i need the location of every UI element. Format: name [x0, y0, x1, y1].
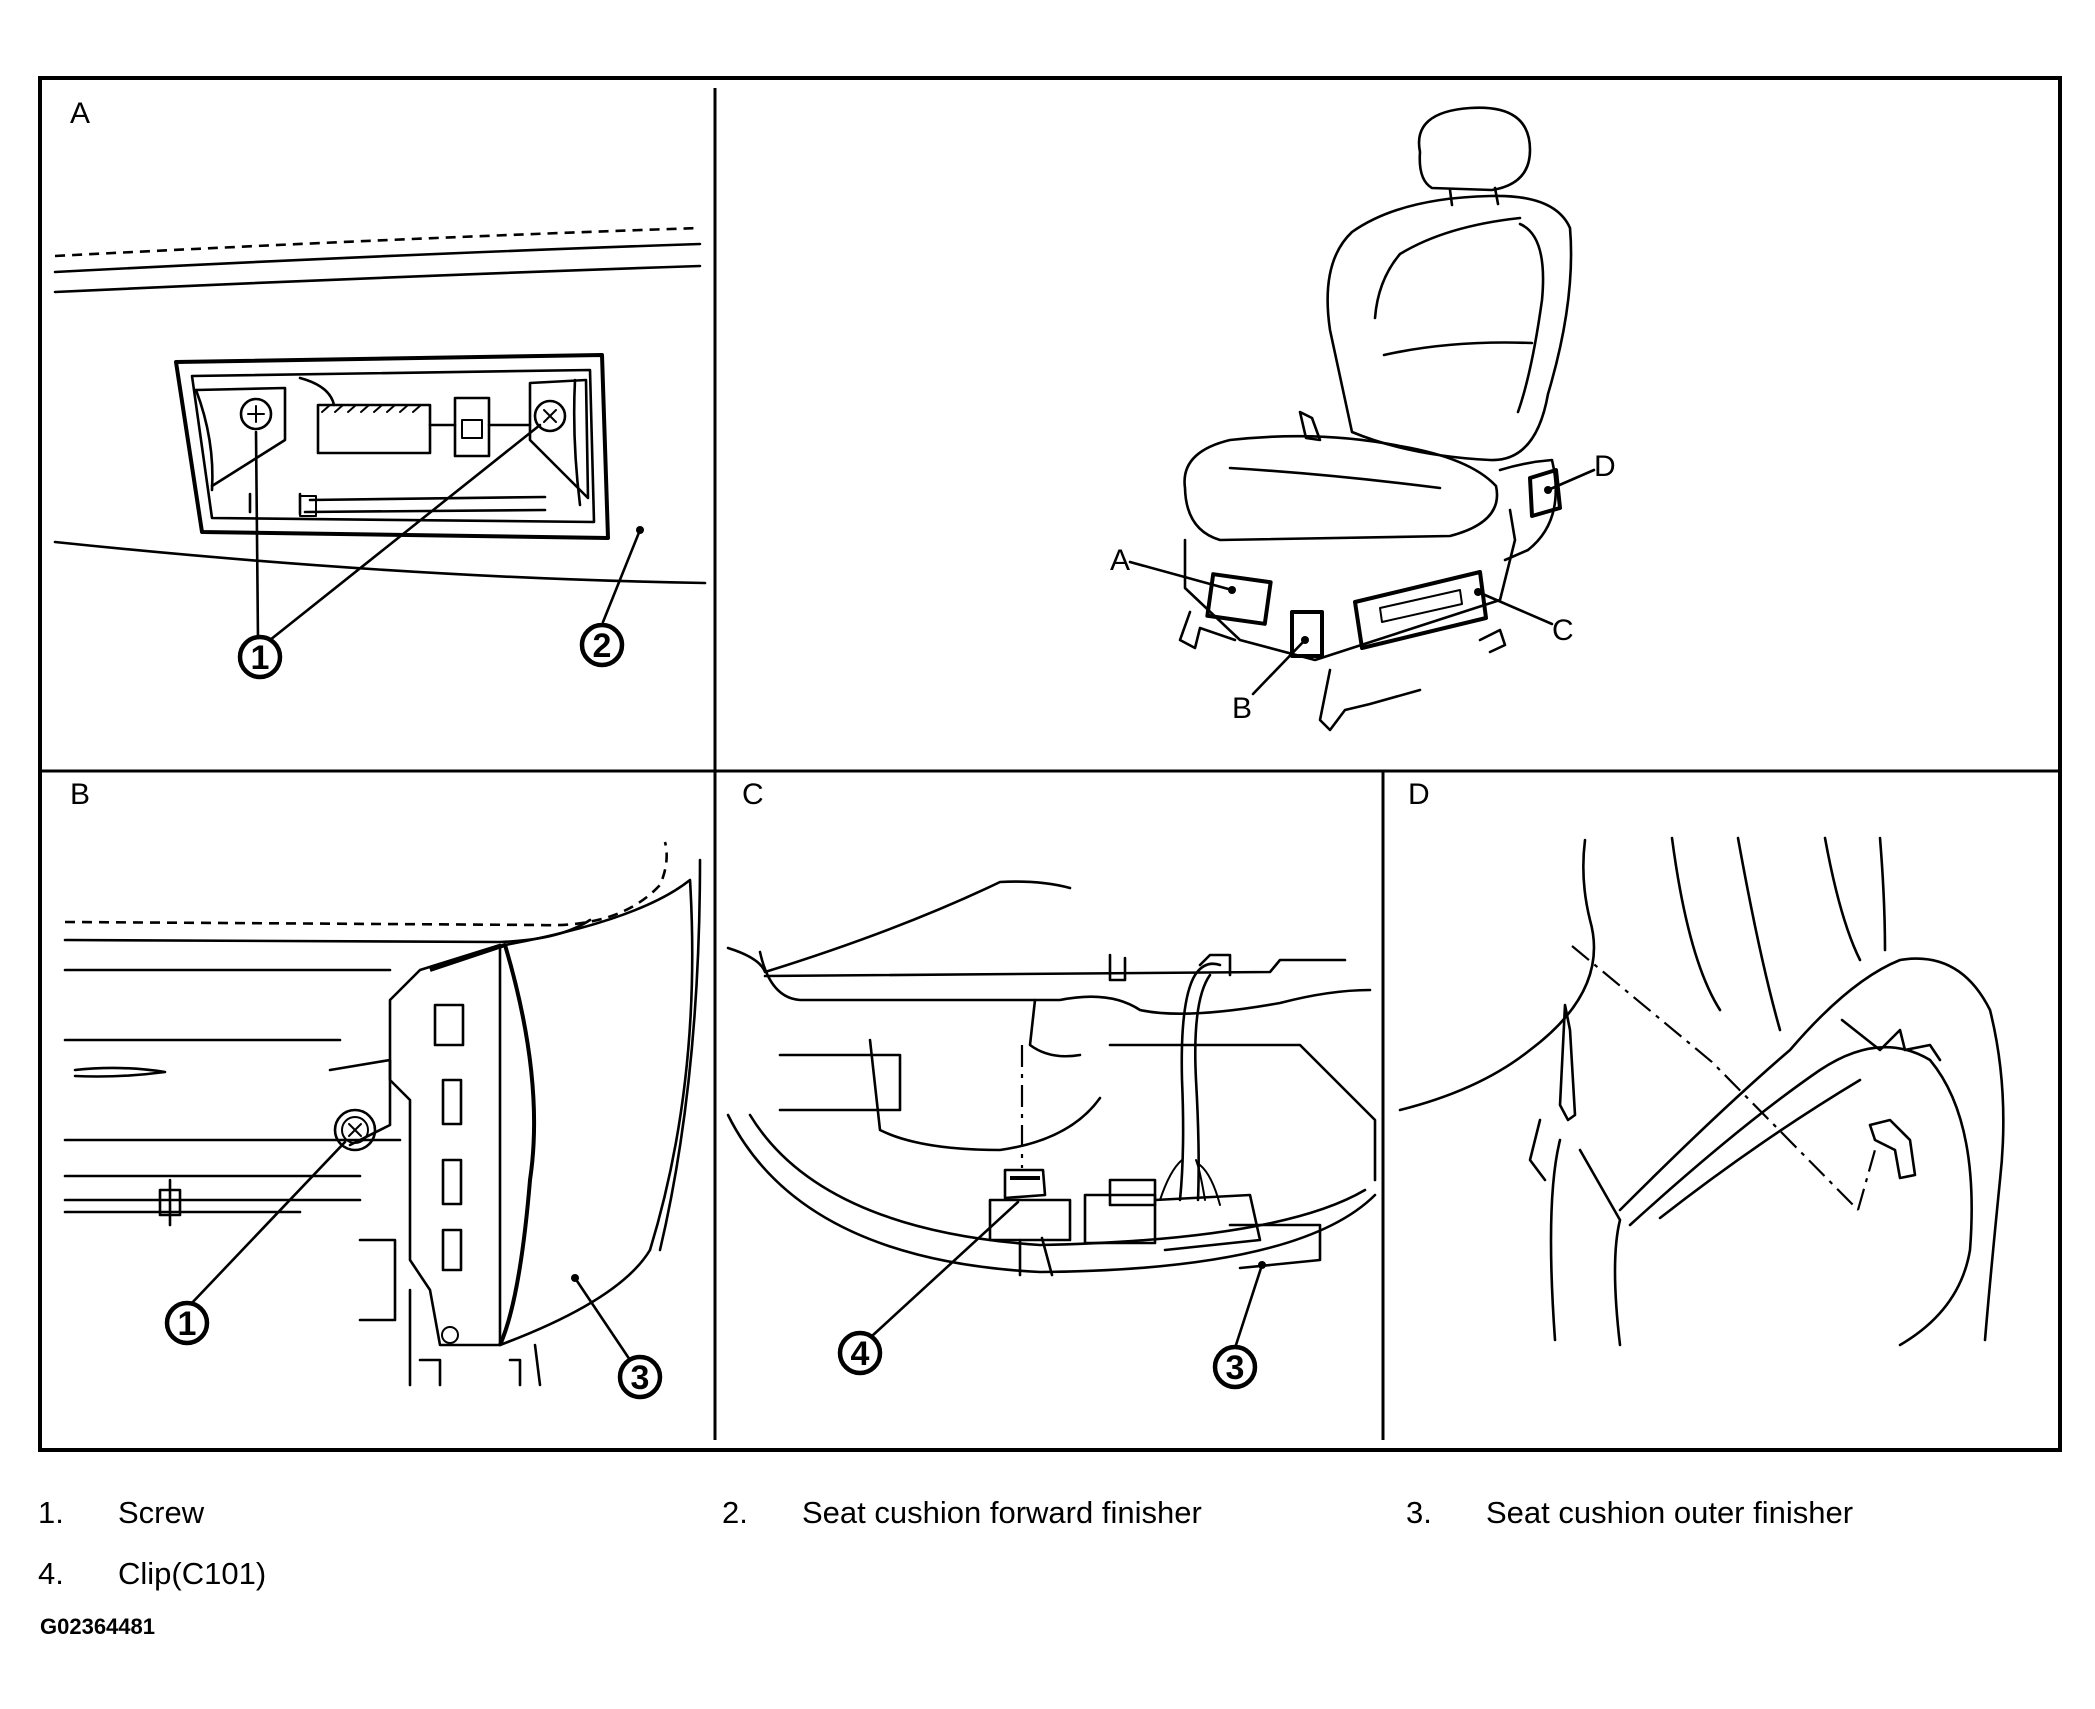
callout-4-badge — [837, 1330, 883, 1376]
clip-icon — [1868, 1118, 1917, 1180]
connector-icon — [453, 396, 491, 458]
overview-callout-b: B — [1232, 692, 1252, 725]
panel-c-label: C — [742, 778, 764, 811]
leader-line — [601, 528, 642, 624]
panel-d: D — [1398, 778, 2005, 1347]
panel-a: A 1 2 — [53, 97, 707, 680]
seat-back — [1326, 194, 1573, 462]
legend-number: 3. — [1406, 1495, 1432, 1530]
finisher-d-marker — [1528, 468, 1562, 518]
callout-3-badge — [1212, 1344, 1258, 1390]
panel-d-label: D — [1408, 778, 1430, 811]
leader-line — [870, 1200, 1020, 1338]
legend-text: Seat cushion outer finisher — [1486, 1495, 1854, 1530]
screw-icon — [239, 397, 273, 431]
callout-1-number: 1 — [178, 1305, 197, 1343]
panel-a-label: A — [70, 97, 90, 130]
overview-callout-d: D — [1594, 450, 1616, 483]
leader-line — [268, 423, 542, 642]
panel-b-label: B — [70, 778, 90, 811]
outer-finisher-rear — [1618, 957, 2005, 1342]
outer-finisher — [429, 943, 537, 1346]
finisher-a-marker — [1205, 572, 1273, 626]
finisher-b-marker — [1290, 610, 1324, 658]
legend-number: 2. — [722, 1495, 748, 1530]
diagram-frame — [38, 76, 2062, 1452]
seat-cushion — [1183, 434, 1499, 542]
overview-callout-a: A — [1110, 544, 1130, 577]
legend-number: 1. — [38, 1495, 64, 1530]
screw-icon — [333, 1108, 377, 1152]
overview-callout-c: C — [1552, 614, 1574, 647]
screw-icon — [533, 399, 567, 433]
panel-b: B 1 3 — [63, 778, 702, 1400]
headrest — [1417, 106, 1532, 192]
legend-number: 4. — [38, 1556, 64, 1591]
legend-text: Clip(C101) — [118, 1556, 267, 1591]
figure-id: G02364481 — [40, 1614, 155, 1639]
leader-line — [188, 1140, 347, 1307]
clip-c101 — [1003, 1168, 1047, 1200]
leader-line — [254, 430, 260, 642]
legend-text: Seat cushion forward finisher — [802, 1495, 1202, 1530]
panel-c: C 4 3 — [726, 778, 1377, 1390]
cushion-tray — [726, 1113, 1377, 1274]
legend-text: Screw — [118, 1495, 205, 1530]
callout-1-number: 1 — [251, 639, 270, 677]
seat-overview: A B C D — [1110, 106, 1616, 732]
leader-line — [573, 1276, 632, 1362]
callout-1-badge — [237, 634, 283, 680]
leader-line — [1233, 1263, 1264, 1350]
callout-2-badge — [579, 622, 625, 668]
callout-2-number: 2 — [593, 627, 612, 665]
finisher-c-marker — [1353, 570, 1488, 650]
callout-4-number: 4 — [851, 1335, 870, 1373]
callout-3-badge — [617, 1354, 663, 1400]
callout-3-number: 3 — [1226, 1349, 1245, 1387]
callout-3-number: 3 — [631, 1359, 650, 1397]
callout-1-badge — [164, 1300, 210, 1346]
